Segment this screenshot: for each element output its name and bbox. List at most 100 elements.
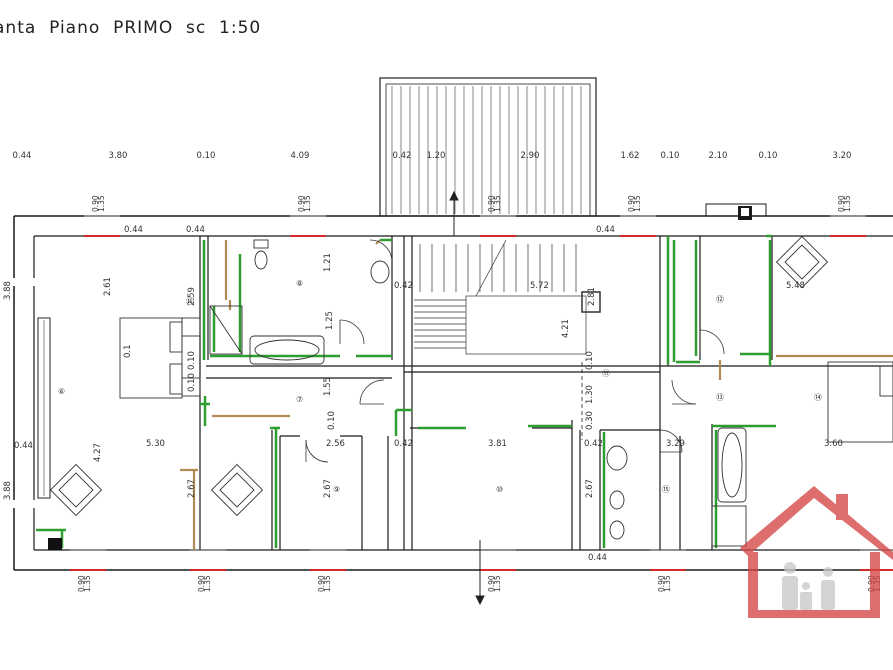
window-dim-label: 0.90: [91, 195, 100, 212]
top-dimension-chain: 0.44 3.80 0.10 4.09 0.42 1.20 2.90 1.62 0.10 2.10…: [13, 151, 852, 161]
left-windows: [10, 278, 51, 508]
outer-walls: [13, 203, 893, 571]
window-dim-label: 0.90: [317, 575, 326, 592]
dim-label: 5.48: [786, 281, 805, 291]
dim-label: 3.81: [488, 439, 507, 449]
corner-marker: [48, 538, 62, 550]
dim-label: 1.55: [323, 377, 333, 396]
dim-label: 0.30: [585, 411, 595, 430]
top-dim-label: 0.10: [197, 151, 216, 161]
window-dim-label: 1.35: [843, 195, 852, 212]
dim-label: 0.44: [588, 553, 607, 563]
dim-label: 4.21: [561, 319, 571, 338]
dim-label: 2.67: [323, 479, 333, 498]
window-opening: [650, 549, 686, 571]
dim-label: 0.44: [186, 225, 205, 235]
house-logo-watermark: [740, 486, 893, 618]
dim-label: 1.30: [585, 385, 595, 404]
interior-dims: 0.44 0.44 0.44 0.44 0.44 2.61 2.59 0.1 0…: [3, 225, 843, 563]
top-dim-label: 3.20: [833, 151, 852, 161]
dim-label: 2.61: [103, 277, 113, 296]
top-dim-label: 0.44: [13, 151, 32, 161]
dim-label: 1.25: [325, 311, 335, 330]
dim-label: 2.56: [326, 439, 345, 449]
top-dim-label: 2.90: [521, 151, 540, 161]
room-number: ⑧: [296, 279, 303, 288]
dim-label: 0.42: [584, 439, 603, 449]
window-opening: [310, 549, 346, 571]
window-dim-label: 1.35: [203, 575, 212, 592]
window-dim-label: 0.90: [627, 195, 636, 212]
top-dim-label: 0.10: [759, 151, 778, 161]
room-number: ⑦: [296, 395, 303, 404]
dim-label: 0.10: [187, 373, 197, 392]
dim-label: 0.44: [124, 225, 143, 235]
window-opening: [190, 549, 226, 571]
fixtures: [209, 239, 747, 547]
beds: [119, 317, 893, 443]
window-opening: [290, 215, 326, 237]
room-number: ⑫: [716, 295, 724, 304]
dim-label: 3.88: [3, 281, 13, 300]
dim-label: 2.67: [585, 479, 595, 498]
window-dim-label: 1.35: [83, 575, 92, 592]
dim-label: 2.67: [187, 479, 197, 498]
window-dim-label: 1.35: [493, 575, 502, 592]
section-line: [449, 190, 485, 606]
window-dim-label: 0.90: [197, 575, 206, 592]
window-dim-label: 1.35: [97, 195, 106, 212]
dim-label: 0.42: [394, 439, 413, 449]
window-opening: [480, 549, 516, 571]
room-numbers: ⑥ ⑦ ⑧ ⑨ ⑩ ⑪ ⑫ ⑬ ⑭ ⑮ ⑯: [58, 279, 822, 494]
dim-label: 2.81: [587, 287, 597, 306]
dim-label: 0.42: [394, 281, 413, 291]
window-opening: [830, 215, 866, 237]
dim-label: 5.30: [146, 439, 165, 449]
dim-label: 0.44: [14, 441, 33, 451]
doors: [305, 239, 725, 463]
window-dim-label: 0.90: [77, 575, 86, 592]
room-number: ⑯: [186, 297, 194, 306]
window-dim-label: 0.90: [487, 575, 496, 592]
window-dim-label: 1.35: [303, 195, 312, 212]
room-number: ⑮: [662, 485, 670, 494]
room-number: ⑪: [602, 369, 610, 378]
dim-label: 0.44: [596, 225, 615, 235]
dim-label: 3.29: [666, 439, 685, 449]
room-number: ⑩: [496, 485, 503, 494]
window-opening: [620, 215, 656, 237]
top-dim-label: 1.62: [621, 151, 640, 161]
window-opening: [480, 215, 516, 237]
dim-label: 0.10: [585, 351, 595, 370]
top-dim-label: 0.10: [661, 151, 680, 161]
window-dim-label: 1.35: [633, 195, 642, 212]
armchairs: [49, 235, 829, 517]
dim-label: 2.59: [187, 287, 197, 306]
brown-partitions: [180, 239, 893, 550]
window-dim-label: 0.90: [657, 575, 666, 592]
window-opening: [70, 549, 106, 571]
staircase: [414, 239, 601, 355]
room-number: ⑨: [333, 485, 340, 494]
drawing-title: anta Piano PRIMO sc 1:50: [0, 18, 262, 38]
window-opening: [84, 215, 120, 237]
top-dim-label: 1.20: [427, 151, 446, 161]
window-dim-label: 1.35: [323, 575, 332, 592]
top-dim-label: 2.10: [709, 151, 728, 161]
top-dim-label: 3.80: [109, 151, 128, 161]
dim-label: 3.88: [3, 481, 13, 500]
window-dim-label: 1.35: [493, 195, 502, 212]
dim-label: 3.60: [824, 439, 843, 449]
dim-label: 1.21: [323, 253, 333, 272]
balcony: [379, 77, 597, 217]
room-number: ⑬: [716, 393, 724, 402]
room-number: ⑥: [58, 387, 65, 396]
dim-label: 4.27: [93, 443, 103, 462]
window-dim-label: 0.90: [297, 195, 306, 212]
dim-label: 5.72: [530, 281, 549, 291]
top-dim-label: 4.09: [291, 151, 310, 161]
window-dim-label: 1.35: [663, 575, 672, 592]
top-dim-label: 0.42: [393, 151, 412, 161]
